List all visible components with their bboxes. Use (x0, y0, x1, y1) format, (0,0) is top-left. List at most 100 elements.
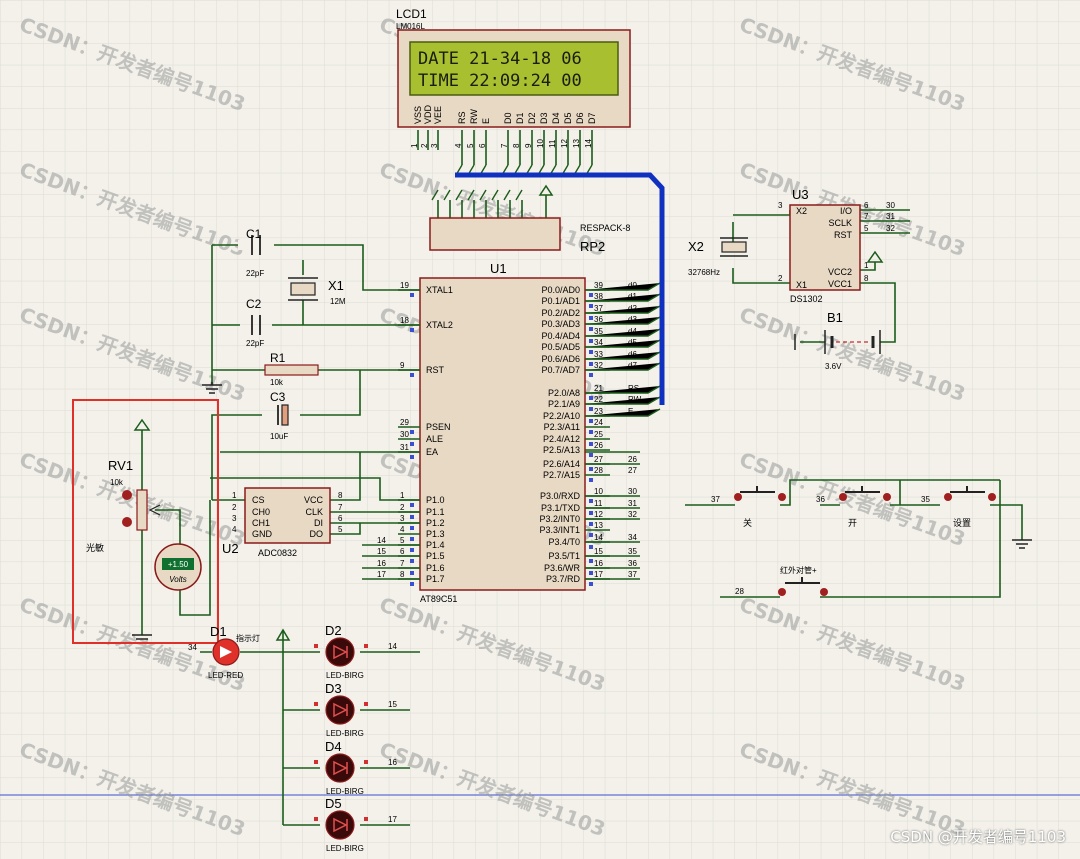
u1-pin-number: 17 (594, 570, 603, 579)
u1-pin-name: P0.6/AD6 (541, 354, 580, 364)
u3-pin-number: 2 (778, 274, 783, 283)
pin-marker (589, 293, 593, 297)
u1-pin-number: 5 (400, 536, 405, 545)
u2-pin-number: 6 (338, 514, 343, 523)
lcd-pin-number: 13 (572, 139, 581, 148)
u2-pin-name: CS (252, 495, 265, 505)
u1-pin-number: 39 (594, 281, 603, 290)
u1-pin-number: 8 (400, 570, 405, 579)
pin-marker (589, 499, 593, 503)
voltmeter-reading: +1.50 (168, 560, 189, 569)
c2-value: 22pF (246, 339, 264, 348)
u2-pin-name: CH1 (252, 518, 270, 528)
u1-pin-name: P3.7/RD (546, 574, 581, 584)
voltmeter: +1.50 Volts (154, 543, 202, 591)
u1-pin-net: d1 (628, 292, 637, 301)
d1-net: 34 (188, 643, 197, 652)
u1-pin-name: P0.5/AD5 (541, 342, 580, 352)
lcd-screen (409, 41, 619, 96)
rv1-ref: RV1 (108, 458, 133, 473)
u1-pin-name: P3.4/T0 (548, 537, 580, 547)
x1-crystal: X1 12M (288, 277, 346, 306)
u1-pin-net: d7 (628, 361, 637, 370)
u3-pin-name: I/O (840, 206, 852, 216)
u1-pin-name: XTAL2 (426, 320, 453, 330)
u1-pin-name: P3.6/WR (544, 563, 581, 573)
lcd-line1: DATE 21-34-18 06 (418, 49, 582, 69)
u1-pin-name: RST (426, 365, 445, 375)
led-part: LED-BIRG (326, 671, 364, 680)
u1-pin-number: 3 (400, 514, 405, 523)
u1-p1-net: 15 (377, 547, 386, 556)
pin-marker (364, 644, 368, 648)
led-part: LED-BIRG (326, 844, 364, 853)
b1-ref: B1 (827, 310, 843, 325)
u3-pin-name: VCC1 (828, 279, 852, 289)
u3-pin-name: X1 (796, 280, 807, 290)
u1-pin-name: P3.3/INT1 (539, 525, 580, 535)
pin-marker (589, 407, 593, 411)
u1-pin-number: 37 (594, 304, 603, 313)
pin-marker (410, 442, 414, 446)
u1-pin-number: 15 (594, 547, 603, 556)
c3-ref: C3 (270, 390, 286, 404)
u2-pin-name: VCC (304, 495, 324, 505)
button-net: 36 (816, 495, 825, 504)
pin-marker (314, 644, 318, 648)
u1-pin-number: 4 (400, 525, 405, 534)
x2-value: 32768Hz (688, 268, 720, 277)
d1-led: D1 指示灯 LED-RED 34 (188, 624, 291, 680)
b1-value: 3.6V (825, 362, 842, 371)
u1-pin-number: 11 (594, 499, 603, 508)
u1-pin-name: P2.5/A13 (543, 445, 580, 455)
u1-pin-number: 10 (594, 487, 603, 496)
push-button[interactable]: 36开 (816, 486, 891, 528)
lcd-pin-number: 1 (410, 143, 419, 148)
pin-marker (364, 702, 368, 706)
push-button[interactable]: 37关 (711, 486, 786, 528)
u1-pin-name: P1.5 (426, 551, 445, 561)
u3-ref: U3 (792, 187, 809, 202)
u1-pin-net: 37 (628, 570, 637, 579)
u1-pin-number: 28 (594, 466, 603, 475)
data-bus (455, 172, 665, 405)
u1-pin-number: 32 (594, 361, 603, 370)
pin-marker (364, 760, 368, 764)
u1-pin-net: d5 (628, 338, 637, 347)
wires (141, 130, 1023, 826)
u1-pin-name: P3.0/RXD (540, 491, 581, 501)
pin-marker (410, 526, 414, 530)
u1-pin-number: 12 (594, 510, 603, 519)
u1-p1-net: 17 (377, 570, 386, 579)
u1-pin-name: P0.3/AD3 (541, 319, 580, 329)
d1-ref: D1 (210, 624, 227, 639)
u1-pin-net: RS (628, 384, 639, 393)
pin-marker (589, 478, 593, 482)
pin-marker (589, 545, 593, 549)
u2-pin-number: 7 (338, 503, 343, 512)
u1-pin-net: 32 (628, 510, 637, 519)
lcd-line2: TIME 22:09:24 00 (418, 71, 582, 91)
pin-marker (314, 702, 318, 706)
r1-ref: R1 (270, 351, 286, 365)
pin-marker (589, 511, 593, 515)
u1-part: AT89C51 (420, 594, 457, 604)
rp2-ref: RP2 (580, 239, 605, 254)
u2-pin-number: 1 (232, 491, 237, 500)
pin-marker (410, 571, 414, 575)
lcd-pin-number: 4 (454, 143, 463, 148)
pin-marker (410, 548, 414, 552)
u1-pin-number: 31 (400, 443, 409, 452)
lcd-pin-label: D7 (587, 112, 597, 124)
lcd-pin-number: 8 (512, 143, 521, 148)
u1-pin-net: 31 (628, 499, 637, 508)
bus-entries (431, 164, 661, 417)
button-net: 35 (921, 495, 930, 504)
u3-pin-name: VCC2 (828, 267, 852, 277)
